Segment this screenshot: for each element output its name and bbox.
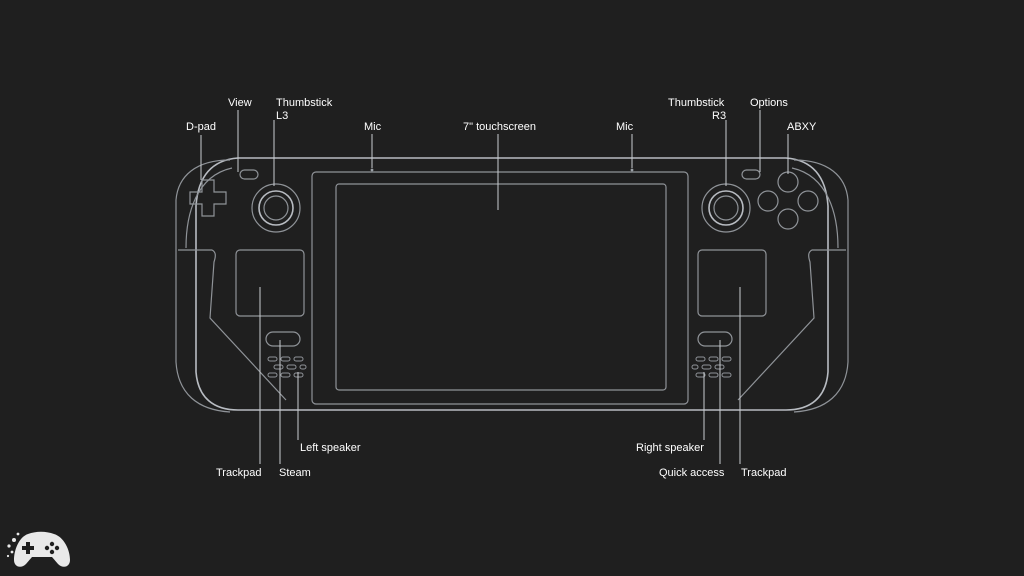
mic-right-dot xyxy=(630,168,634,172)
label-steam: Steam xyxy=(279,467,311,479)
quick-access-button[interactable] xyxy=(697,331,733,347)
steam-button[interactable] xyxy=(265,331,301,347)
right-speaker-grille xyxy=(691,356,732,378)
dpad-icon[interactable] xyxy=(189,179,227,217)
abxy-buttons[interactable] xyxy=(757,171,819,230)
device-body xyxy=(175,157,849,413)
label-options: Options xyxy=(750,97,788,109)
label-thumbstick-r3-line1: Thumbstick xyxy=(668,97,725,109)
view-button[interactable] xyxy=(239,169,259,180)
label-dpad: D-pad xyxy=(186,121,216,133)
label-thumbstick-l3-line2: L3 xyxy=(276,110,288,122)
label-thumbstick-r3-line2: R3 xyxy=(712,110,726,122)
label-quick-access: Quick access xyxy=(659,467,725,479)
label-right-speaker: Right speaker xyxy=(636,442,704,454)
label-abxy: ABXY xyxy=(787,121,817,133)
label-touchscreen: 7" touchscreen xyxy=(463,121,536,133)
trackpad-right[interactable] xyxy=(697,249,767,317)
label-mic-left: Mic xyxy=(364,121,382,133)
mic-left-dot xyxy=(370,168,374,172)
leader-lines xyxy=(200,110,789,464)
label-trackpad-left: Trackpad xyxy=(216,467,261,479)
screen-bezel xyxy=(311,171,689,405)
trackpad-left[interactable] xyxy=(235,249,305,317)
gamepad-logo-icon xyxy=(6,531,70,567)
label-left-speaker: Left speaker xyxy=(300,442,361,454)
label-trackpad-right: Trackpad xyxy=(741,467,786,479)
label-view: View xyxy=(228,97,252,109)
touchscreen[interactable] xyxy=(335,183,667,391)
left-speaker-grille xyxy=(267,356,307,378)
options-button[interactable] xyxy=(741,169,761,180)
label-thumbstick-l3-line1: Thumbstick xyxy=(276,97,333,109)
label-mic-right: Mic xyxy=(616,121,634,133)
thumbstick-right[interactable] xyxy=(701,183,751,233)
thumbstick-left[interactable] xyxy=(251,183,301,233)
